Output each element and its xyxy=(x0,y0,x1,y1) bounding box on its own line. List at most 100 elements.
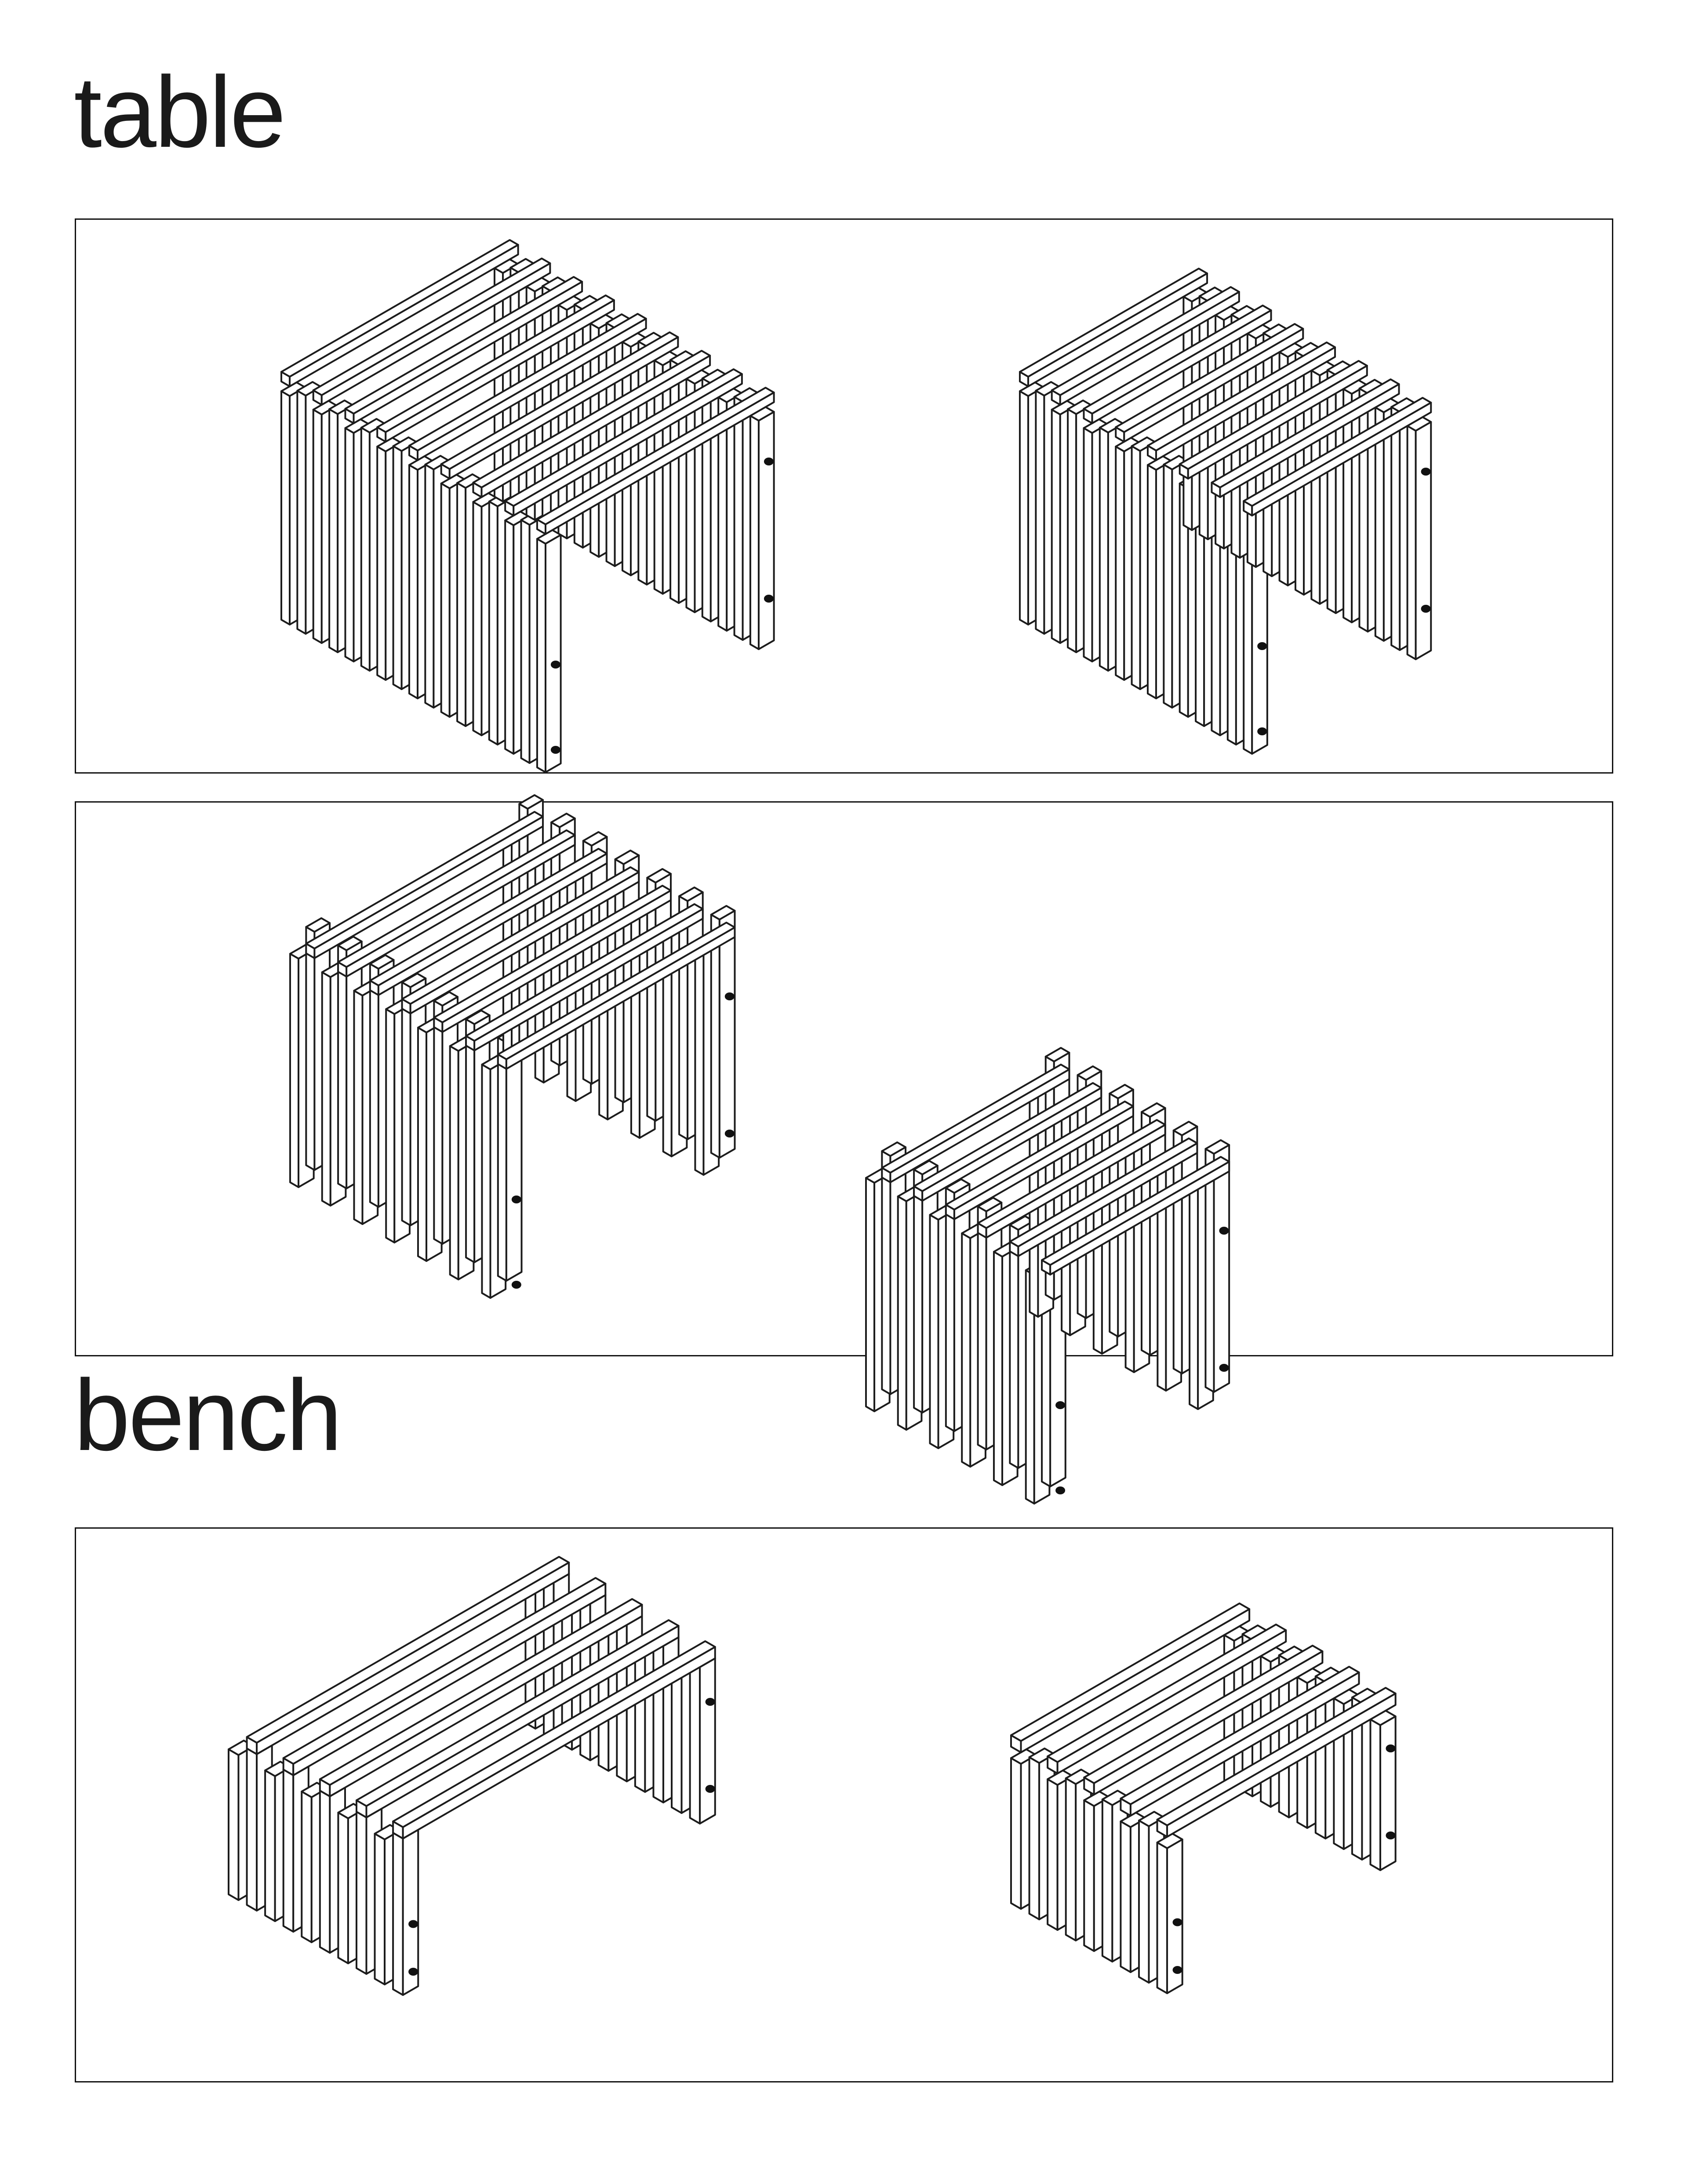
table-assembled-long-bolt-front-top xyxy=(550,661,560,669)
table-exploded-long-back-slat-5-front xyxy=(582,840,593,1085)
bench-short xyxy=(1010,1603,1397,1994)
bench-long-back-slat-9-front xyxy=(689,1661,701,1824)
table-exploded-short-back-slat-7-top xyxy=(1140,1102,1166,1118)
table-assembled-long-leg-slat-9-front xyxy=(424,464,435,709)
table-exploded-long-bolt-back-top xyxy=(724,992,735,1000)
table-exploded-short-top-rail-9-top xyxy=(1009,1137,1198,1247)
bench-long-leg-slat-4-front xyxy=(301,1791,313,1943)
table-exploded-long-leg-slat-4-front xyxy=(353,990,364,1225)
table-exploded-long xyxy=(289,794,736,1299)
table-assembled-long-leg-slat-14-front xyxy=(504,520,515,755)
table-assembled-long-top-rail-14-top xyxy=(504,368,743,507)
table-assembled-short-top-rail-0-top xyxy=(1019,268,1208,378)
table-exploded-long-leg-slat-10-front xyxy=(449,1045,459,1280)
table-exploded-long-leg-slat-0-front xyxy=(289,953,300,1188)
table-assembled-short-leg-slat-3-front xyxy=(1067,408,1077,653)
table-exploded-short-back-slat-9-front xyxy=(1172,1130,1183,1374)
bench-short-top-rail-2-top xyxy=(1047,1624,1287,1763)
bench-long-back-slat-9-side xyxy=(699,1657,716,1824)
bench-long-bolt-back-top xyxy=(705,1698,715,1706)
bench-long-top-rail-1-top xyxy=(246,1556,570,1744)
table-assembled-long-leg-slat-11-front xyxy=(456,482,467,727)
table-exploded-long-top-rail-13-top xyxy=(497,922,736,1060)
bench-short-leg-slat-0-front xyxy=(1010,1757,1022,1910)
table-exploded-short-top-rail-3-top xyxy=(913,1082,1102,1192)
table-exploded-long-top-rail-3-top xyxy=(337,829,576,968)
table-exploded-long-leg-slat-11-front xyxy=(465,1018,476,1263)
table-exploded-long-back-slat-9-top xyxy=(646,868,672,883)
table-assembled-long-bolt-back-bottom xyxy=(764,595,774,603)
table-assembled-long-leg-slat-1-front xyxy=(296,390,307,635)
table-exploded-short-back-slat-1-top xyxy=(1044,1047,1070,1062)
table-exploded-long-leg-slat-2-front xyxy=(321,971,331,1206)
table-exploded-short-back-slat-9-top xyxy=(1172,1121,1198,1136)
bench-short-top-rail-6-top xyxy=(1120,1666,1360,1805)
table-exploded-long-leg-slat-6-front xyxy=(385,1008,396,1243)
table-assembled-short-back-slat-11-front xyxy=(1358,388,1369,632)
table-assembled-short-top-rail-2-top xyxy=(1051,286,1240,396)
table-assembled-long-leg-slat-8-front xyxy=(408,464,419,699)
table-assembled-long-leg-slat-10-front xyxy=(440,483,451,718)
table-assembled-long-top-rail-12-top xyxy=(472,350,711,488)
table-assembled-short-leg-slat-2-front xyxy=(1051,409,1061,644)
table-assembled-short-top-rail-8-top xyxy=(1146,342,1336,451)
table-exploded-short-leg-slat-3-front xyxy=(913,1169,924,1414)
table-assembled-short-top-rail-10-top xyxy=(1179,360,1368,470)
table-exploded-short-bolt-back-bottom xyxy=(1219,1364,1229,1372)
bench-long-leg-slat-3-front xyxy=(282,1769,295,1933)
table-exploded-long-back-slat-5-top xyxy=(582,831,608,847)
table-assembled-short-back-slat-14-front xyxy=(1406,425,1417,660)
table-exploded-long-back-slat-11-front xyxy=(678,895,689,1140)
table-exploded-long-back-slat-9-front xyxy=(646,877,657,1122)
table-exploded-short-leg-slat-4-front xyxy=(929,1214,939,1449)
table-exploded-short-leg-slat-6-front xyxy=(961,1232,971,1468)
table-assembled-long-back-slat-11-front xyxy=(669,359,680,604)
bench-long-leg-slat-1-front xyxy=(246,1748,258,1911)
bench-short-bolt-front-bottom xyxy=(1172,1966,1182,1974)
table-assembled-long-leg-slat-4-front xyxy=(344,427,355,662)
table-exploded-short-back-slat-3-front xyxy=(1077,1074,1087,1319)
bench-long-leg-slat-7-front xyxy=(355,1811,367,1975)
table-exploded-long-back-slat-3-top xyxy=(550,813,576,828)
table-exploded-short-leg-slat-1-front xyxy=(881,1150,891,1395)
table-exploded-long-back-slat-13-side xyxy=(718,910,736,1159)
table-exploded-short-leg-slat-8-front xyxy=(993,1251,1004,1486)
table-assembled-short-leg-slat-8-front xyxy=(1146,464,1157,699)
table-exploded-long-top-rail-7-top xyxy=(401,866,640,1005)
panel-table-assembled xyxy=(75,218,1613,774)
table-assembled-short-leg-slat-9-front xyxy=(1163,464,1173,709)
table-assembled-short-leg-slat-0-front xyxy=(1019,390,1030,625)
table-exploded-long-leg-slat-1-top xyxy=(305,917,331,933)
table-assembled-long-leg-slat-3-front xyxy=(328,408,339,653)
table-exploded-long-back-slat-13-front xyxy=(710,914,720,1159)
table-assembled-short-back-slat-14-side xyxy=(1415,421,1432,660)
table-assembled-long-bolt-front-bottom xyxy=(550,746,560,754)
table-exploded-long-bolt-front-top xyxy=(511,1196,521,1203)
bench-short-leg-slat-2-front xyxy=(1047,1778,1059,1931)
table-assembled-short-bolt-front-bottom xyxy=(1257,727,1267,735)
table-exploded-long-back-slat-12-front xyxy=(694,941,705,1176)
bench-long-back-slat-4-front xyxy=(597,1619,610,1772)
bench-long-bolt-front-top xyxy=(408,1920,418,1928)
panel-table-exploded xyxy=(75,801,1613,1356)
table-exploded-long-leg-slat-3-front xyxy=(337,945,348,1189)
bench-long-leg-slat-2-front xyxy=(264,1770,276,1922)
table-assembled-long-leg-slat-0-front xyxy=(280,390,291,625)
bench-long-back-slat-7-front xyxy=(652,1639,664,1803)
bench-long-bolt-front-bottom xyxy=(408,1968,418,1976)
table-exploded-short-back-slat-11-top xyxy=(1204,1139,1230,1155)
table-exploded-long-top-rail-9-top xyxy=(433,885,672,1023)
table-assembled-long-back-slat-16-front xyxy=(749,415,760,650)
table-assembled-short-top-rail-14-top xyxy=(1243,397,1432,507)
table-assembled-short-leg-slat-5-front xyxy=(1099,427,1109,672)
bench-short-bolt-front-top xyxy=(1172,1918,1182,1926)
bench-long-top-rail-7-top xyxy=(355,1619,680,1807)
table-exploded-short-back-slat-3-top xyxy=(1077,1065,1102,1081)
bench-long-top-rail-5-top xyxy=(319,1598,643,1786)
table-exploded-short-back-slat-11-front xyxy=(1204,1148,1215,1393)
bench-short-bolt-back-bottom xyxy=(1386,1832,1396,1839)
table-assembled-long-leg-slat-5-front xyxy=(360,427,371,672)
table-exploded-short-back-slat-5-front xyxy=(1109,1093,1119,1337)
table-assembled-long-top-rail-6-top xyxy=(376,294,615,433)
table-exploded-long-back-slat-1-top xyxy=(518,794,544,810)
